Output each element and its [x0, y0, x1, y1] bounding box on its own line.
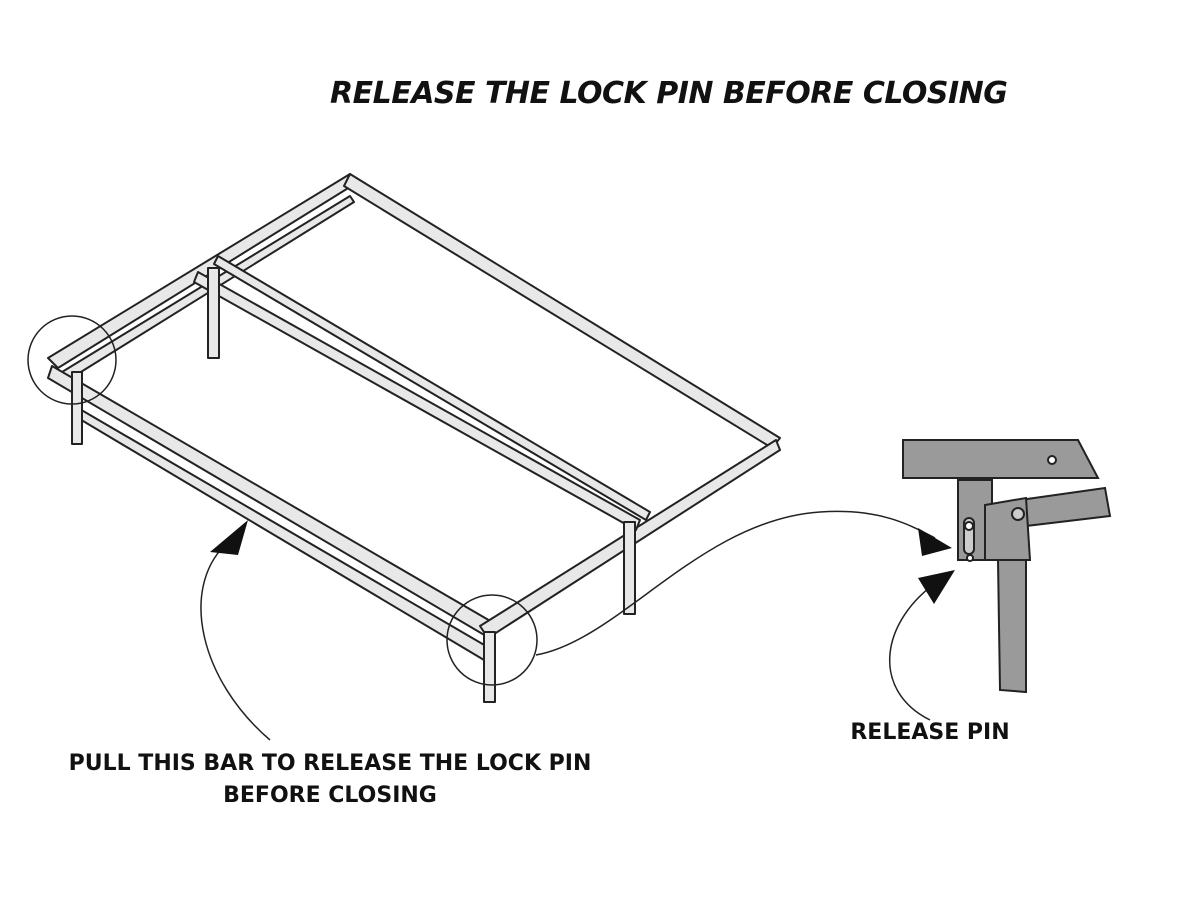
connector-curve	[535, 510, 936, 656]
arrow-head	[918, 570, 955, 604]
frame-rail-right-long	[343, 173, 781, 449]
pull-bar-callout-line2: BEFORE CLOSING	[223, 783, 437, 808]
highlight-circle	[446, 594, 538, 686]
arrow-head	[210, 520, 248, 555]
arrow-head	[918, 528, 952, 556]
page-title: RELEASE THE LOCK PIN BEFORE CLOSING	[330, 76, 1008, 111]
pull-bar-callout-line1: PULL THIS BAR TO RELEASE THE LOCK PIN	[68, 751, 592, 776]
leg	[623, 521, 636, 615]
leg	[207, 267, 220, 359]
leg	[483, 631, 496, 703]
pointer-curve	[200, 544, 271, 741]
release-pin-callout: RELEASE PIN	[850, 720, 1010, 745]
frame-middle-bar-2	[213, 255, 651, 521]
leg	[71, 371, 83, 445]
pointer-curve	[888, 579, 941, 721]
highlight-circle	[27, 315, 117, 405]
pull-bar-callout: PULL THIS BAR TO RELEASE THE LOCK PIN BE…	[60, 748, 600, 812]
frame-rail-lower	[77, 407, 487, 661]
release-pin-detail	[902, 439, 1112, 694]
